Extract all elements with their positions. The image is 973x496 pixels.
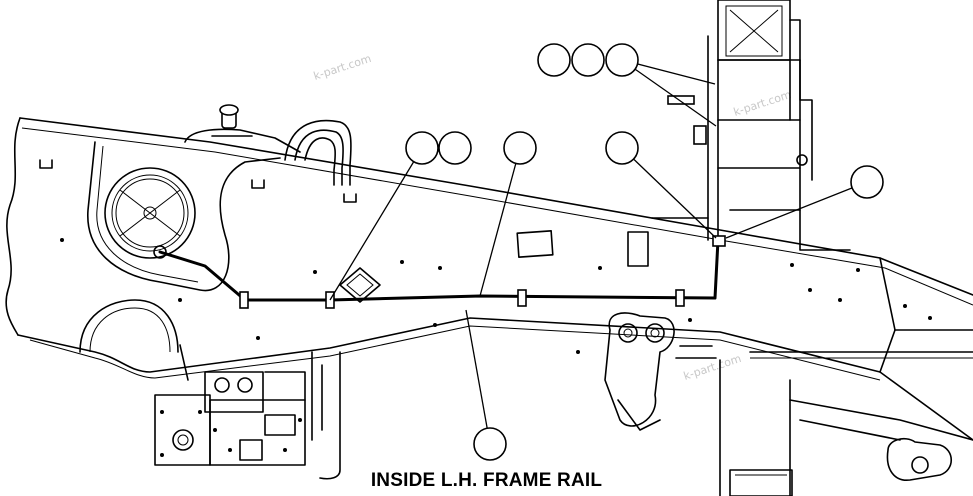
callout-bubble-5: [438, 131, 472, 165]
callout-bubbles: [405, 43, 884, 461]
callout-bubble-9: [473, 427, 507, 461]
rivets: [60, 238, 932, 354]
hose-loop: [284, 119, 352, 186]
frame-rail: [17, 117, 973, 441]
hub-outer: [104, 167, 196, 259]
frame-break-edge: [5, 117, 21, 336]
callout-bubble-3: [605, 43, 639, 77]
harness: [158, 238, 720, 309]
rail-clips: [39, 159, 357, 203]
upper-mount: [184, 104, 301, 153]
lower-arch: [79, 299, 179, 353]
diagram-caption: INSIDE L.H. FRAME RAIL: [370, 470, 603, 491]
plate-rect-2: [627, 231, 649, 267]
valve-block: [154, 344, 341, 480]
leader-lines: [329, 59, 868, 445]
callout-bubble-7: [605, 131, 639, 165]
callout-bubble-8: [850, 165, 884, 199]
suspension-bracket: [604, 312, 791, 496]
callout-bubble-4: [405, 131, 439, 165]
callout-bubble-1: [537, 43, 571, 77]
lower-right-rail: [729, 399, 973, 496]
watermark-3: k-part.com: [682, 352, 743, 383]
watermark-1: k-part.com: [312, 52, 373, 83]
spring-hanger: [87, 141, 281, 292]
callout-bubble-6: [503, 131, 537, 165]
cross-member: [651, 0, 851, 251]
watermark-2: k-part.com: [732, 88, 793, 119]
diamond-plate: [339, 267, 381, 303]
callout-bubble-2: [571, 43, 605, 77]
plate-rect-1: [516, 230, 554, 258]
